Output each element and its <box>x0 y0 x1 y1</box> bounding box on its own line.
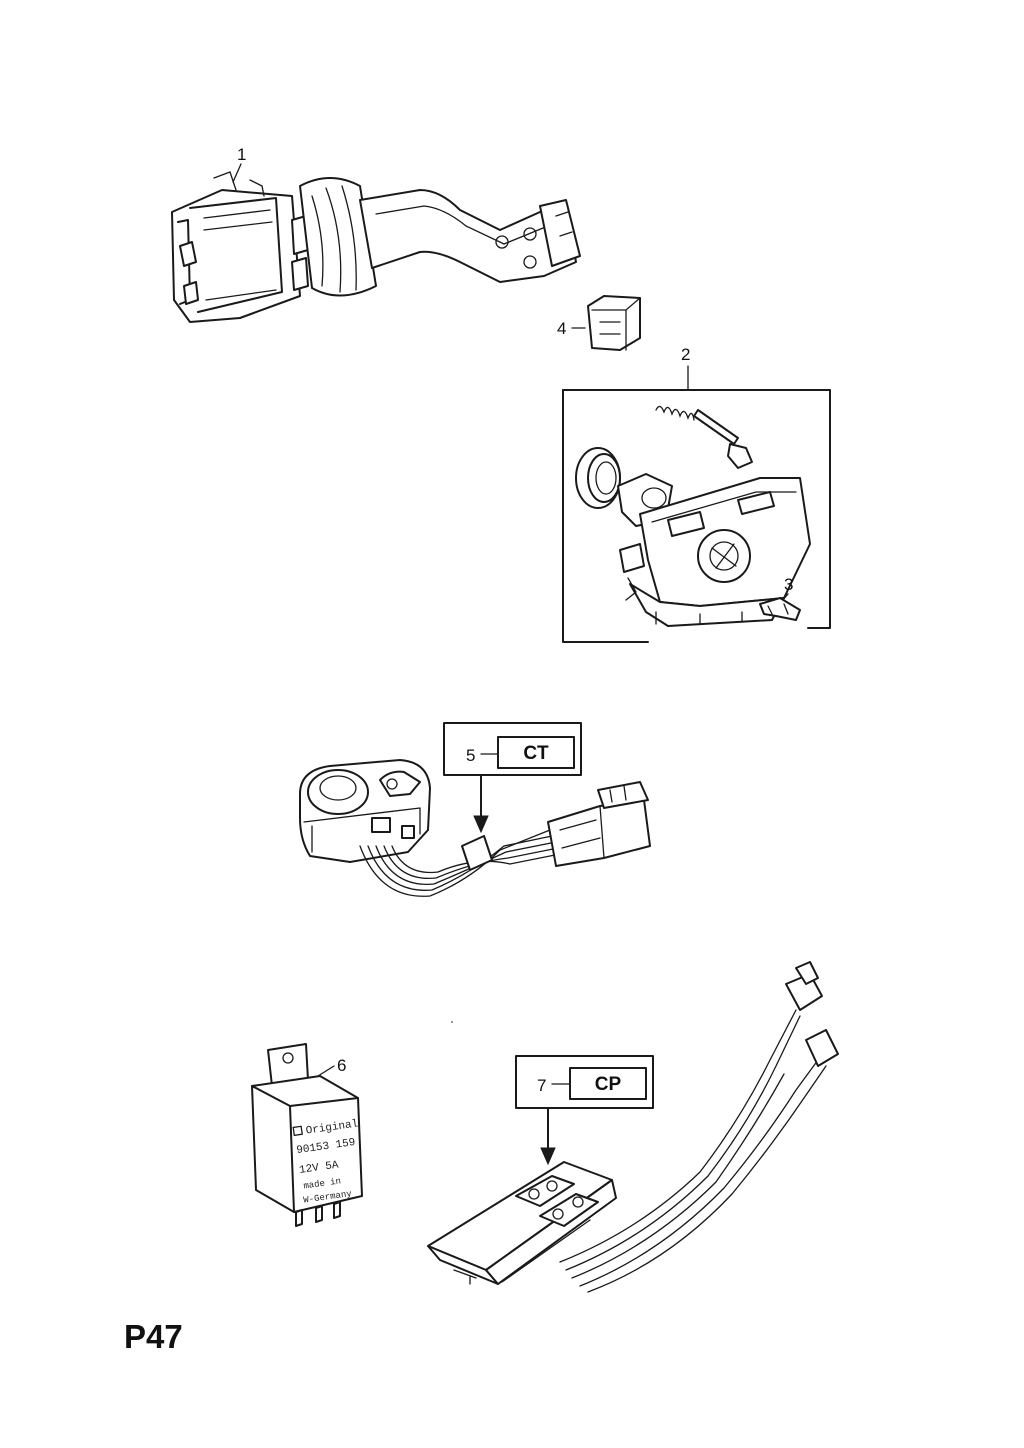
code-cp-frame <box>569 1067 647 1100</box>
page-code: P47 <box>124 1318 183 1355</box>
callout-3: 3 <box>784 575 793 594</box>
light-switch-part-5: 5 CT <box>299 722 651 897</box>
speck <box>451 1021 453 1023</box>
code-box-ct <box>443 722 582 776</box>
callout-7: 7 <box>537 1076 546 1095</box>
callout-4: 4 <box>557 319 566 338</box>
clip-part-3: 3 <box>759 575 801 621</box>
code-ct-frame <box>497 736 575 769</box>
code-cp: CP <box>595 1074 622 1095</box>
callout-1: 1 <box>237 145 246 164</box>
ignition-housing-part-2: 2 <box>562 345 831 643</box>
relay-label-line-3: 12V 5A <box>298 1159 339 1176</box>
combination-switch-part-1: 1 <box>171 145 581 323</box>
part-2-bracket-box <box>562 389 831 629</box>
window-switch-part-7: 7 CP <box>427 961 839 1293</box>
callout-2: 2 <box>681 345 690 364</box>
code-ct: CT <box>523 743 549 764</box>
callout-6: 6 <box>337 1056 346 1075</box>
callout-5: 5 <box>466 746 475 765</box>
cap-part-4: 4 <box>557 295 641 351</box>
relay-part-6: 6 Original 90153 159 12V 5A made in W-Ge… <box>251 1043 363 1227</box>
